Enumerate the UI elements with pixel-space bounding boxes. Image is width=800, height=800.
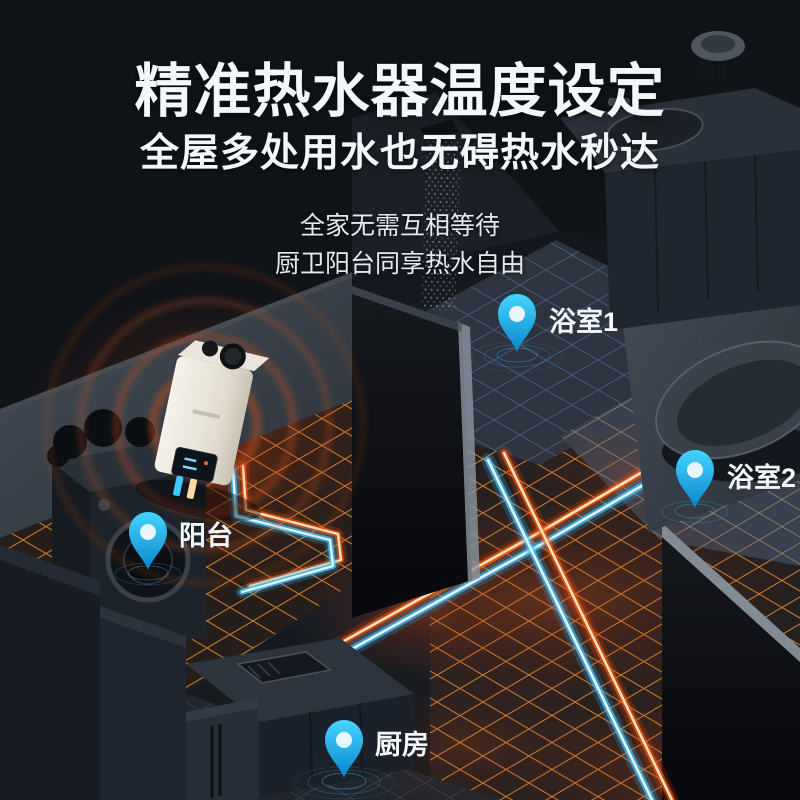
kitchen-sink xyxy=(236,651,332,684)
water-heater xyxy=(135,340,270,521)
pin-label-kitchen: 厨房 xyxy=(375,730,429,760)
wall-center xyxy=(352,286,480,618)
vanity-faucet-icon xyxy=(608,98,630,106)
page-subtitle: 全屋多处用水也无碍热水秒达 xyxy=(139,132,660,175)
pin-label-bathroom2: 浴室2 xyxy=(727,462,796,493)
wall-bottom-right xyxy=(662,523,800,800)
heater-outlet-pipes xyxy=(227,460,347,598)
toiletry-bottle-icon xyxy=(717,58,727,80)
pin-label-balcony: 阳台 xyxy=(179,520,233,551)
pin-bathroom1 xyxy=(471,294,563,373)
page-title: 精准热水器温度设定 xyxy=(134,59,666,124)
location-pin-icon xyxy=(129,512,167,570)
pin-label-bathroom1: 浴室1 xyxy=(549,306,618,337)
heater-display xyxy=(171,446,218,483)
location-pin-icon xyxy=(676,450,714,508)
location-pin-icon xyxy=(498,294,536,352)
vanity xyxy=(560,52,800,330)
kitchen xyxy=(0,545,414,800)
shower-head-icon xyxy=(420,120,458,140)
desc-line-2: 厨卫阳台同享热水自由 xyxy=(274,250,525,278)
heater-brand-mark xyxy=(192,409,220,419)
shower xyxy=(420,120,461,311)
corner-sink xyxy=(691,31,745,61)
heater-vent-icon xyxy=(201,340,218,357)
fridge xyxy=(186,708,258,800)
desc-line-1: 全家无需互相等待 xyxy=(299,212,500,240)
pin-kitchen xyxy=(293,720,395,800)
location-pin-icon xyxy=(325,720,363,778)
